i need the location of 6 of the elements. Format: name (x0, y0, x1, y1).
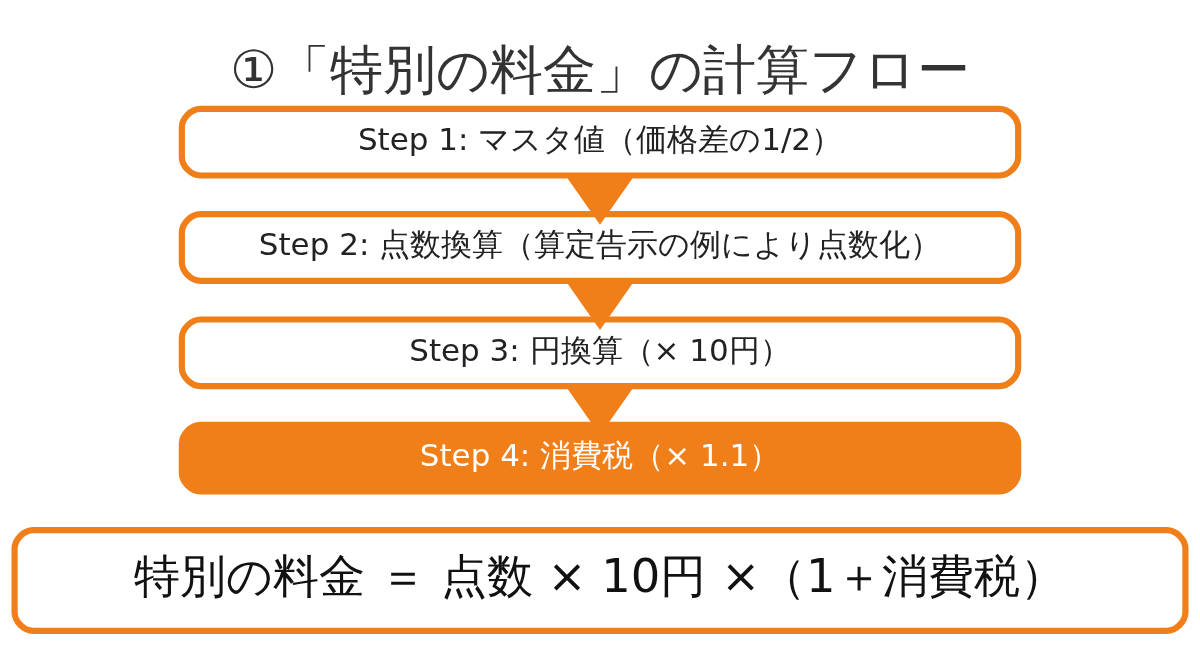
node-box: Step 4: 消費税（× 1.1） (178, 421, 1022, 495)
node-box: Step 1: マスタ値（価格差の1/2） (178, 105, 1022, 179)
diagram-title: ①「特別の料金」の計算フロー (229, 38, 971, 100)
node-box: 特別の料金 ＝ 点数 × 10円 ×（1＋消費税） (11, 527, 1189, 634)
node-box: Step 2: 点数換算（算定告示の例により点数化） (178, 211, 1022, 284)
node-box: Step 3: 円換算（× 10円） (178, 316, 1022, 390)
